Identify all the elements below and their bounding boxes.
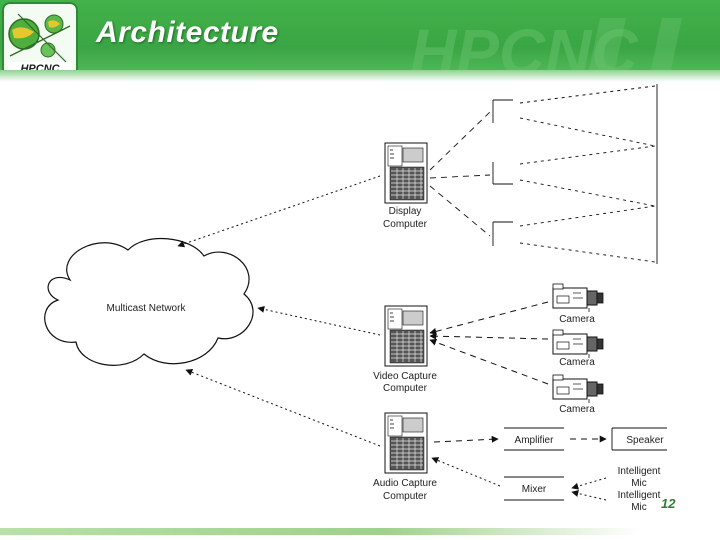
camera-icon-3: Camera	[552, 374, 604, 415]
svg-text:Camera: Camera	[559, 314, 595, 325]
svg-text:Mixer: Mixer	[522, 484, 547, 495]
network-label: Multicast Network	[107, 303, 187, 314]
svg-text:HPCNC: HPCNC	[410, 18, 638, 78]
svg-text:Intelligent: Intelligent	[618, 490, 661, 501]
svg-text:Computer: Computer	[383, 383, 428, 394]
svg-text:Computer: Computer	[383, 219, 428, 230]
video-capture-computer-icon: Video Capture Computer	[373, 305, 437, 394]
display-projection-lines	[429, 84, 658, 264]
audio-connections	[431, 435, 607, 501]
camera-connections	[429, 301, 549, 385]
multicast-network-cloud: Multicast Network	[44, 237, 254, 366]
display-computer-icon: Display Computer	[383, 142, 428, 230]
speaker-box: Speaker	[611, 427, 667, 451]
header-fade	[0, 70, 720, 82]
svg-text:Audio Capture: Audio Capture	[373, 478, 437, 489]
svg-text:Computer: Computer	[383, 491, 428, 502]
slide-title: Architecture	[96, 16, 279, 49]
header-watermark: HPCNC	[400, 18, 720, 78]
amplifier-box: Amplifier	[504, 427, 564, 451]
intelligent-mic-1: Intelligent Mic	[618, 466, 661, 489]
svg-text:Video Capture: Video Capture	[373, 371, 437, 382]
svg-text:Camera: Camera	[559, 357, 595, 368]
svg-text:Mic: Mic	[631, 502, 647, 513]
svg-text:Amplifier: Amplifier	[515, 435, 555, 446]
svg-text:Intelligent: Intelligent	[618, 466, 661, 477]
svg-text:Display: Display	[389, 206, 422, 217]
camera-icon-2: Camera	[552, 329, 604, 368]
svg-text:Camera: Camera	[559, 404, 595, 415]
svg-text:Speaker: Speaker	[626, 435, 664, 446]
footer-bar	[0, 528, 640, 535]
page-number: 12	[661, 496, 676, 511]
audio-capture-computer-icon: Audio Capture Computer	[373, 412, 437, 502]
camera-icon-1: Camera	[552, 283, 604, 325]
network-connections	[177, 175, 381, 447]
mixer-box: Mixer	[504, 476, 564, 501]
svg-text:Mic: Mic	[631, 478, 647, 489]
intelligent-mic-2: Intelligent Mic	[618, 490, 661, 513]
